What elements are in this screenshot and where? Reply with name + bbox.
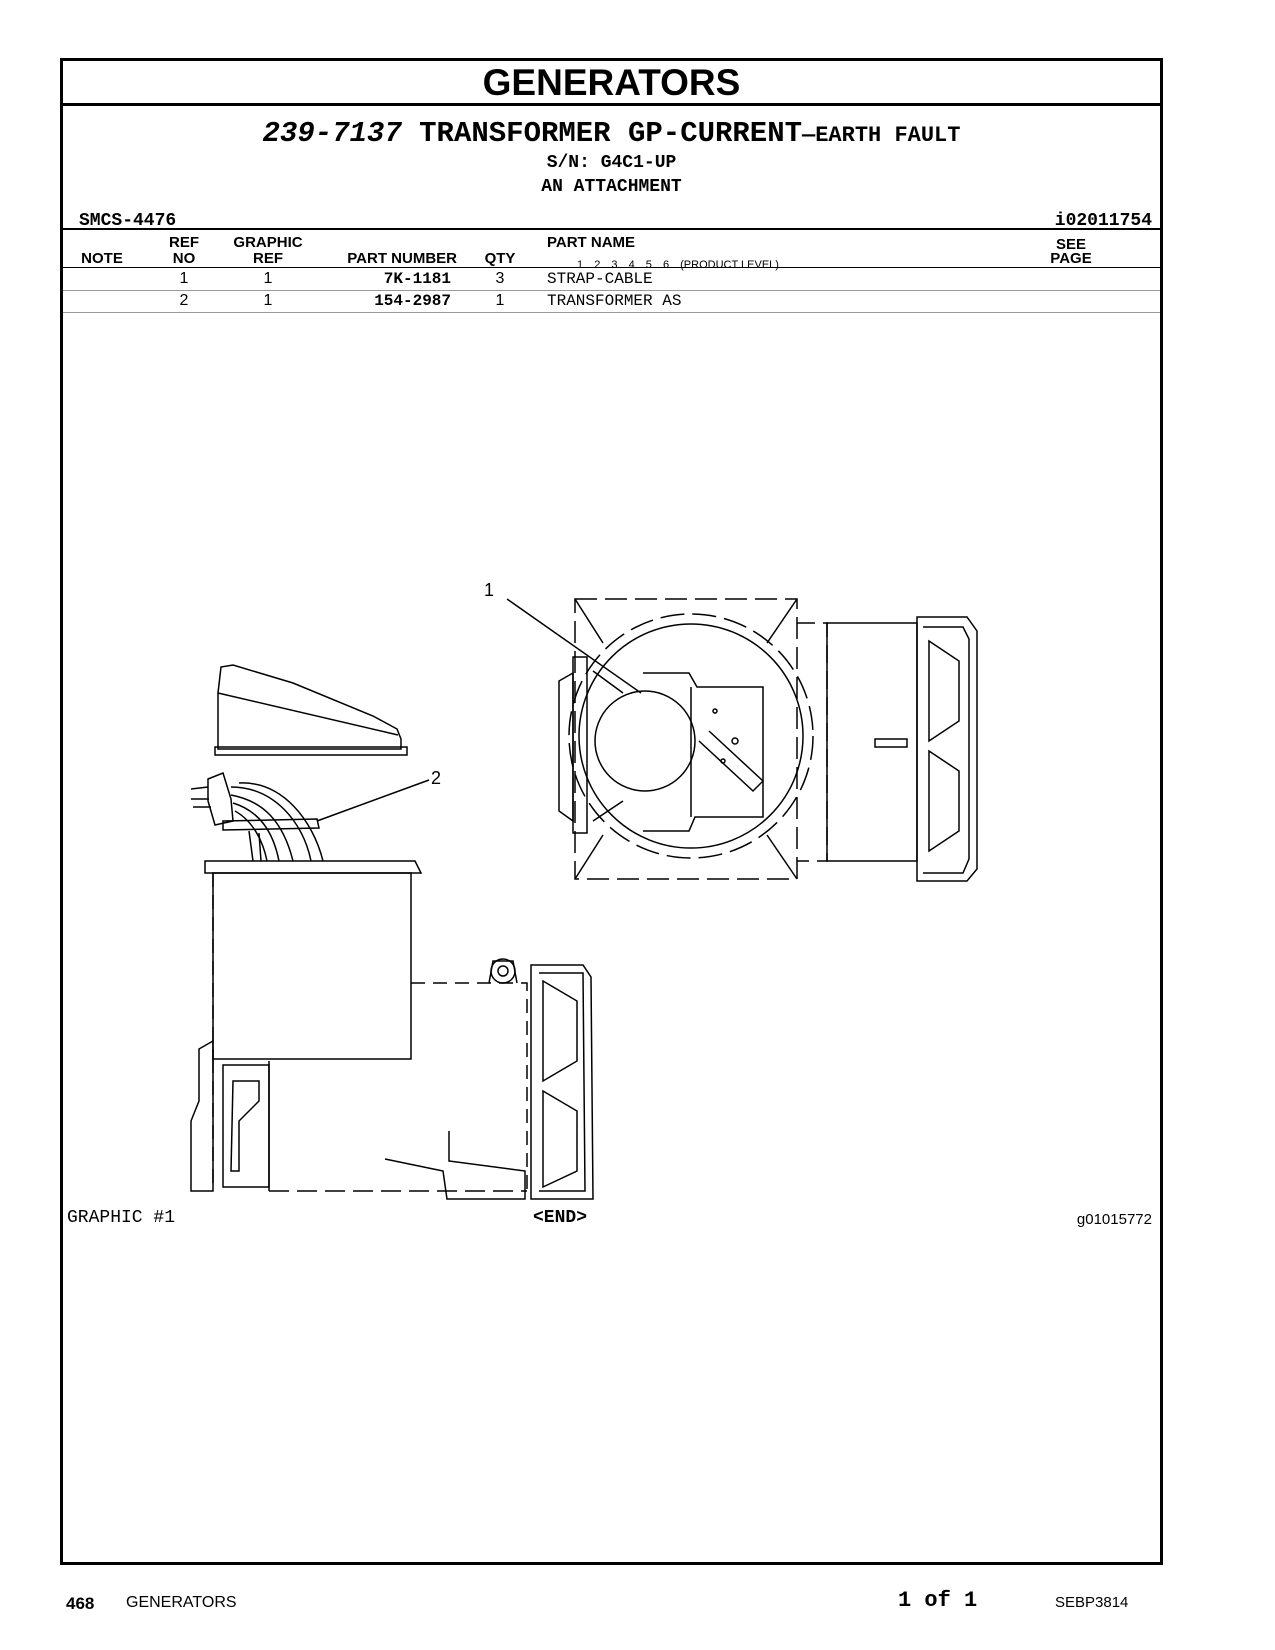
row-ref-no: 1 (179, 270, 189, 287)
product-level-3: 3 (611, 259, 618, 271)
row-divider (63, 290, 1160, 291)
col-header-part-number: PART NUMBER (347, 250, 457, 267)
transformer-harness (190, 772, 324, 862)
row-qty: 1 (495, 292, 505, 309)
product-levels: 1 2 3 4 5 6 (PRODUCT LEVEL) (577, 259, 787, 271)
header-rule-bottom (63, 267, 1160, 268)
row-part-number: 7K-1181 (383, 270, 451, 288)
generator-end-view (558, 598, 978, 882)
transformer-body (204, 860, 423, 1060)
product-level-1: 1 (577, 259, 584, 271)
col-header-note: NOTE (81, 250, 123, 267)
group-name: TRANSFORMER GP-CURRENT (419, 117, 803, 150)
footer-section: GENERATORS (126, 1594, 237, 1611)
graphic-label: GRAPHIC #1 (67, 1208, 176, 1228)
generator-drawing (190, 598, 978, 1200)
product-level-label: (PRODUCT LEVEL) (680, 259, 779, 271)
footer-page-number: 468 (66, 1594, 95, 1613)
illustration-id: i02011754 (1054, 211, 1152, 231)
col-header-see-page-2: PAGE (1050, 250, 1092, 267)
group-part-number: 239-7137 (262, 117, 402, 150)
col-header-graphic-ref-1: GRAPHIC (233, 234, 303, 251)
leader-line-1 (506, 598, 642, 694)
footer-page-of: 1 of 1 (898, 1588, 978, 1613)
footer-doc-id: SEBP3814 (1055, 1594, 1129, 1611)
col-header-graphic-ref-2: REF (253, 250, 283, 267)
col-header-qty: QTY (484, 250, 516, 267)
product-level-6: 6 (662, 259, 670, 271)
graphic-id: g01015772 (1076, 1211, 1152, 1228)
group-title: 239-7137 TRANSFORMER GP-CURRENT—EARTH FA… (63, 117, 1160, 150)
smcs-code: SMCS-4476 (79, 211, 177, 231)
serial-range: S/N: G4C1-UP (546, 153, 677, 173)
leader-line-2 (316, 779, 430, 822)
product-level-5: 5 (645, 259, 652, 271)
col-header-ref-no-2: NO (172, 250, 196, 267)
generator-housing-side (190, 958, 594, 1200)
group-name-suffix: —EARTH FAULT (802, 123, 961, 148)
product-level-4: 4 (628, 259, 635, 271)
col-header-part-name: PART NAME (547, 234, 636, 251)
row-part-name: STRAP-CABLE (547, 270, 653, 288)
group-type: AN ATTACHMENT (541, 177, 682, 197)
end-marker: <END> (533, 1208, 588, 1228)
header-rule-top (63, 228, 1160, 230)
row-graphic-ref: 1 (263, 270, 273, 287)
callout-1: 1 (484, 580, 495, 600)
col-header-see-page-1: SEE (1055, 236, 1086, 253)
row-ref-no: 2 (179, 292, 189, 309)
page-frame: GENERATORS 239-7137 TRANSFORMER GP-CURRE… (60, 58, 1163, 1565)
row-divider (63, 312, 1160, 313)
row-part-number: 154-2987 (374, 292, 451, 310)
product-level-2: 2 (594, 259, 601, 271)
row-graphic-ref: 1 (263, 292, 273, 309)
col-header-ref-no-1: REF (169, 234, 199, 251)
row-part-name: TRANSFORMER AS (547, 292, 682, 310)
transformer-cover (214, 664, 408, 756)
section-title: GENERATORS (63, 61, 1160, 106)
row-qty: 3 (495, 270, 505, 287)
callout-2: 2 (431, 768, 442, 788)
